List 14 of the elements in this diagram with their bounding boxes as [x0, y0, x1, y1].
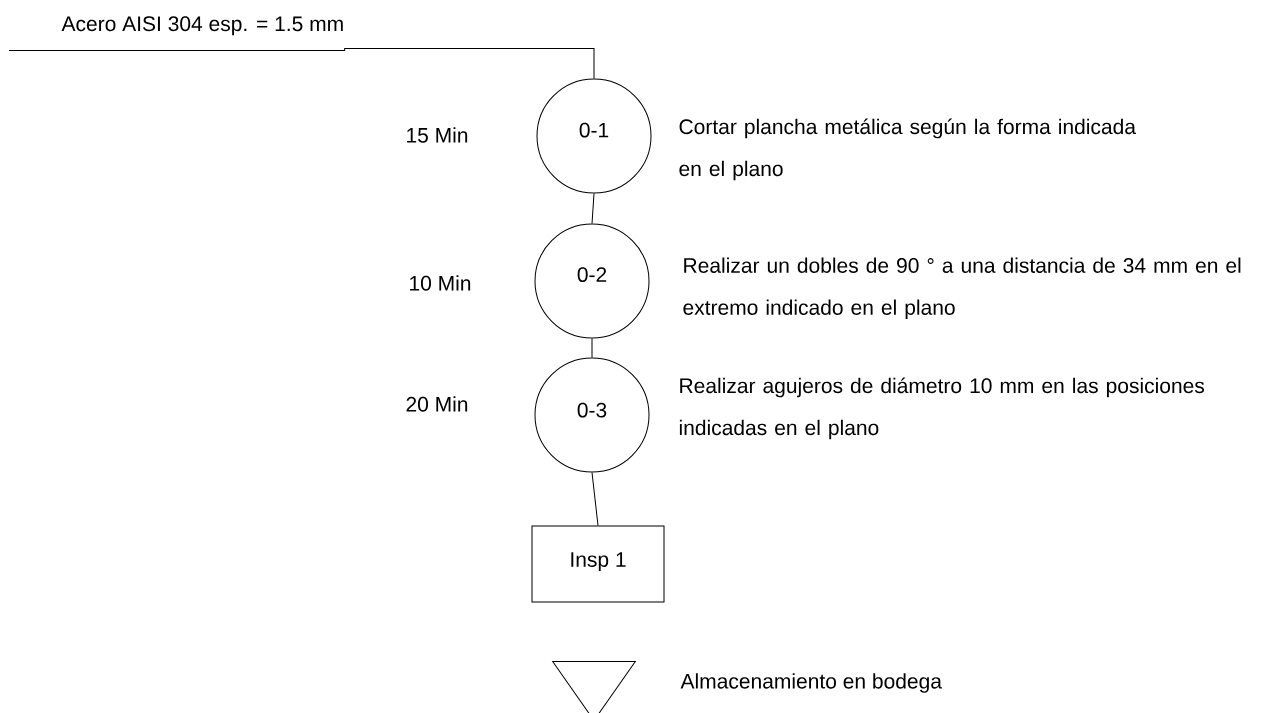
duration-label: 20 Min [406, 396, 468, 412]
connector-line [591, 472, 599, 526]
storage-triangle [552, 661, 636, 713]
duration-label: 15 Min [407, 127, 468, 143]
inspection-box: Insp 1 [531, 525, 665, 603]
connector-line [591, 193, 595, 224]
step-description: Almacenamiento en bodega [680, 673, 942, 693]
step-description: Cortar plancha metálica según la forma indicada en el plano [679, 118, 1136, 181]
connector-line [8, 48, 595, 79]
step-description: Realizar un dobles de 90 ° a una distancia de 34 mm en el extremo indicado en el plano [683, 257, 1241, 320]
material-label: Acero AISI 304 esp. = 1.5 mm [61, 16, 343, 36]
connector-line [591, 338, 593, 358]
duration-label: 10 Min [410, 275, 471, 291]
step-description: Realizar agujeros de diámetro 10 mm en las posiciones indicadas en el plano [679, 377, 1205, 440]
